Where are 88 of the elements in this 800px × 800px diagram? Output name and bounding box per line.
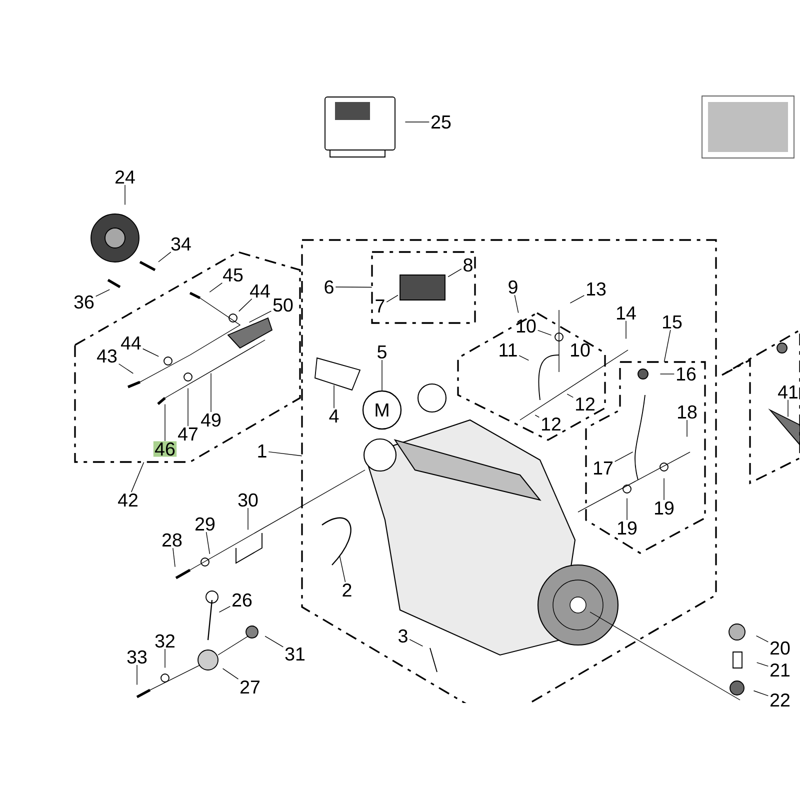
callout-number: 32	[155, 634, 174, 648]
leader-line	[264, 636, 284, 648]
callout-number: 24	[116, 170, 135, 184]
callout-number: 21	[770, 663, 790, 677]
callout-number: 3	[398, 629, 408, 643]
callout-number: 41	[778, 386, 798, 398]
leader-line	[570, 295, 585, 304]
callout-number: 12	[542, 417, 560, 431]
callout-number: 22	[770, 693, 790, 707]
group-outline	[721, 328, 800, 484]
leader-line	[206, 532, 210, 554]
leader-line	[164, 404, 166, 442]
callout-number: 33	[127, 650, 147, 664]
leader-line	[238, 298, 252, 312]
callout-number: 10	[571, 343, 590, 357]
callout-number: 10	[517, 319, 536, 333]
leader-line	[626, 498, 628, 520]
leader-line	[118, 364, 134, 374]
group-outline	[457, 312, 606, 441]
leader-line	[686, 420, 688, 438]
callout-number: 49	[201, 413, 221, 427]
leader-line	[164, 648, 166, 668]
callout-number: 16	[677, 367, 696, 381]
callout-number: 8	[464, 258, 472, 272]
callout-number: 15	[663, 315, 682, 329]
leader-line	[210, 372, 212, 412]
leader-line	[514, 294, 519, 314]
group-outline	[74, 251, 301, 463]
leader-line	[518, 355, 530, 361]
callout-number: 13	[587, 282, 606, 296]
leader-line	[209, 282, 223, 292]
leader-line	[218, 606, 231, 612]
leader-line	[664, 330, 671, 362]
callout-number: 31	[285, 647, 304, 661]
callout-number: 5	[378, 345, 386, 359]
callout-number: 28	[162, 533, 182, 547]
callout-number: 19	[655, 501, 674, 515]
leader-line	[756, 635, 769, 642]
leader-line	[538, 330, 552, 336]
callout-number: 27	[240, 680, 260, 694]
leader-line	[172, 548, 176, 568]
leader-line	[753, 690, 769, 696]
callout-number: 11	[500, 344, 517, 356]
group-outline	[371, 251, 476, 324]
callout-number: 45	[223, 268, 243, 282]
callout-number: 12	[576, 397, 594, 411]
leader-line	[130, 462, 144, 492]
leader-line	[95, 289, 110, 297]
callout-number: 17	[594, 462, 612, 474]
callout-number: 44	[121, 336, 141, 350]
callout-number: 43	[97, 349, 117, 363]
callout-number: 6	[324, 280, 334, 294]
leader-line	[339, 556, 346, 582]
leader-line	[136, 664, 138, 686]
leader-line	[534, 414, 540, 418]
callout-number: 14	[617, 306, 636, 320]
callout-number: 26	[232, 593, 252, 607]
callout-number: 20	[770, 641, 790, 655]
callout-number: 25	[432, 115, 451, 129]
leader-line	[268, 451, 302, 456]
leader-line	[124, 184, 126, 206]
callout-number: 7	[376, 300, 384, 312]
callout-number: 46	[153, 441, 177, 457]
leader-line	[566, 394, 574, 398]
callout-number: 9	[508, 280, 518, 294]
callout-number: 50	[273, 298, 293, 312]
callout-number: 30	[238, 493, 258, 507]
leader-line	[756, 662, 769, 667]
callout-number: 19	[618, 521, 637, 535]
callout-number: 34	[171, 237, 191, 251]
callout-number: 42	[118, 493, 138, 507]
leader-line	[248, 310, 272, 323]
callout-number: 4	[329, 410, 339, 422]
callout-number: 29	[196, 517, 215, 531]
callout-number: 18	[678, 405, 697, 419]
callout-number: 2	[342, 583, 352, 597]
leader-line	[142, 348, 159, 357]
leader-line	[386, 294, 398, 302]
leader-line	[335, 286, 372, 288]
leader-line	[614, 452, 634, 462]
callout-number: 1	[258, 444, 266, 458]
leader-line	[158, 252, 172, 262]
leader-line	[222, 668, 239, 680]
leader-line	[409, 639, 424, 647]
callout-number: 36	[74, 295, 94, 309]
callout-number: 47	[178, 428, 198, 440]
leader-line	[448, 268, 462, 278]
callout-number: 44	[250, 284, 270, 298]
